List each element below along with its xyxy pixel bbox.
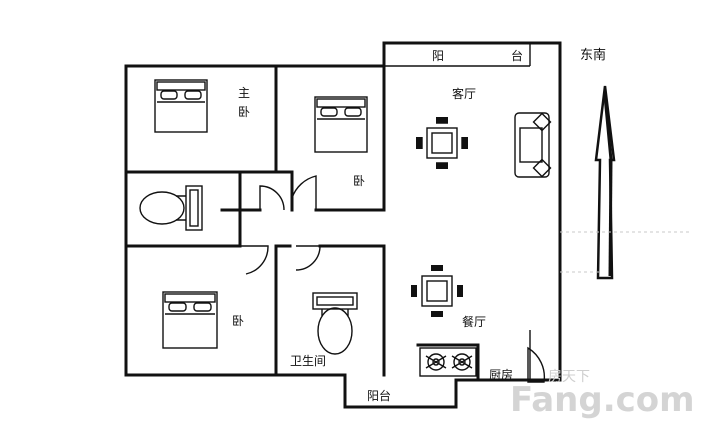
- door-swing-icon: [295, 245, 321, 271]
- master-bedroom-label: 主: [238, 86, 251, 100]
- dining-room-label: 餐厅: [462, 315, 487, 329]
- bathroom-label: 卫生间: [290, 354, 327, 368]
- door-swing-icon: [291, 175, 317, 210]
- living-room-label: 客厅: [452, 87, 477, 101]
- door-swing-icon: [240, 245, 269, 275]
- toilet-icon: [312, 292, 358, 355]
- compass-label: 东南: [580, 48, 607, 63]
- dining-table-icon: [416, 117, 468, 169]
- bed-icon: [314, 96, 368, 153]
- walls: [124, 41, 562, 409]
- door-swing-icon: [259, 185, 285, 211]
- stove-icon: [419, 347, 477, 377]
- toilet-icon: [139, 185, 203, 231]
- dining-table-icon: [411, 265, 463, 317]
- balcony-top-label-2: 台: [511, 49, 524, 63]
- door-swing-icon: [527, 346, 546, 383]
- kitchen-label: 厨房: [489, 368, 514, 382]
- sofa-icon: [514, 112, 552, 178]
- bedroom-north-label: 卧: [353, 174, 366, 188]
- watermark-domain: Fang.com: [510, 380, 695, 420]
- bedroom-south-label: 卧: [232, 314, 245, 328]
- master-bedroom-label-2: 卧: [238, 105, 251, 119]
- bed-icon: [162, 291, 218, 349]
- balcony-top-label: 阳: [432, 49, 445, 63]
- balcony-bottom-label: 阳台: [367, 389, 392, 403]
- watermark-brand: 房天下: [548, 369, 590, 385]
- bed-icon: [154, 79, 208, 133]
- north-arrow-icon: [594, 85, 616, 280]
- doors: [240, 175, 546, 383]
